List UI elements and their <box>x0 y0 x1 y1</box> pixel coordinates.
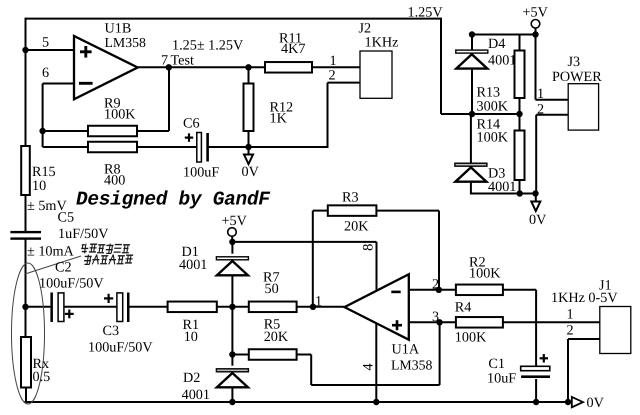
svg-text:10: 10 <box>184 329 198 345</box>
svg-text:1K: 1K <box>270 111 288 127</box>
svg-text:400: 400 <box>104 173 125 189</box>
svg-text:R15: R15 <box>32 164 56 180</box>
svg-text:8: 8 <box>360 244 376 251</box>
svg-text:1.25± 1.25V: 1.25± 1.25V <box>172 38 244 54</box>
svg-text:100uF/50V: 100uF/50V <box>88 340 153 356</box>
svg-text:1: 1 <box>330 53 337 69</box>
svg-text:D4: D4 <box>488 36 505 52</box>
svg-text:LM358: LM358 <box>391 357 432 372</box>
svg-text:R2: R2 <box>469 255 486 271</box>
svg-text:J3: J3 <box>568 54 581 70</box>
svg-text:+5V: +5V <box>222 213 248 229</box>
svg-text:0V: 0V <box>587 395 605 411</box>
svg-text:C5: C5 <box>58 210 75 226</box>
svg-text:20K: 20K <box>344 219 369 235</box>
svg-text:2: 2 <box>432 277 439 293</box>
svg-text:3: 3 <box>432 309 439 325</box>
svg-text:R5: R5 <box>264 317 281 333</box>
svg-text:1: 1 <box>315 294 322 310</box>
svg-text:U1B: U1B <box>105 21 132 37</box>
svg-text:4001: 4001 <box>488 179 516 195</box>
svg-text:LM358: LM358 <box>105 35 146 50</box>
svg-text:1KHz 0-5V: 1KHz 0-5V <box>551 290 618 306</box>
svg-text:R8: R8 <box>104 162 121 178</box>
svg-text:300K: 300K <box>477 99 509 115</box>
svg-text:R4: R4 <box>455 300 472 316</box>
svg-text:10: 10 <box>32 178 46 194</box>
svg-text:R14: R14 <box>477 117 501 133</box>
svg-text:1: 1 <box>537 86 544 102</box>
svg-text:100uF/50V: 100uF/50V <box>39 276 104 292</box>
svg-text:J1: J1 <box>599 278 612 294</box>
svg-text:4K7: 4K7 <box>281 41 305 57</box>
svg-text:0V: 0V <box>529 212 547 228</box>
svg-text:4001: 4001 <box>179 257 207 273</box>
svg-text:1.25V: 1.25V <box>408 5 444 21</box>
svg-text:C2: C2 <box>55 260 72 276</box>
svg-text:R13: R13 <box>477 85 501 101</box>
svg-text:100uF: 100uF <box>183 165 219 181</box>
svg-text:POWER: POWER <box>552 69 602 85</box>
svg-text:D3: D3 <box>488 166 505 182</box>
svg-text:C3: C3 <box>103 323 120 339</box>
svg-text:R9: R9 <box>104 96 121 112</box>
svg-text:100K: 100K <box>455 330 487 346</box>
svg-text:D1: D1 <box>182 244 199 260</box>
svg-text:R7: R7 <box>263 270 280 286</box>
svg-text:20K: 20K <box>264 329 289 345</box>
svg-text:R11: R11 <box>279 31 302 47</box>
svg-text:Rx: Rx <box>33 356 50 372</box>
svg-text:C1: C1 <box>488 356 505 372</box>
svg-text:4: 4 <box>360 363 376 371</box>
svg-text:± 10mA: ± 10mA <box>27 244 75 260</box>
svg-text:5: 5 <box>42 35 49 51</box>
svg-text:6: 6 <box>42 65 49 81</box>
svg-text:R1: R1 <box>183 317 200 333</box>
svg-text:R12: R12 <box>270 100 294 116</box>
svg-text:4001: 4001 <box>488 53 516 69</box>
svg-text:10uF: 10uF <box>487 371 516 387</box>
svg-text:100K: 100K <box>477 130 509 146</box>
svg-text:± 5mV: ± 5mV <box>27 198 67 214</box>
svg-text:0V: 0V <box>242 164 260 180</box>
svg-text:C6: C6 <box>183 116 200 132</box>
svg-text:J2: J2 <box>359 21 372 37</box>
svg-text:Designed by GandF: Designed by GandF <box>76 189 271 211</box>
svg-text:1uF/50V: 1uF/50V <box>58 226 109 242</box>
svg-text:Test: Test <box>171 53 194 69</box>
svg-text:2: 2 <box>329 68 336 84</box>
svg-text:1: 1 <box>567 306 574 322</box>
svg-text:50: 50 <box>265 281 279 297</box>
svg-text:7: 7 <box>161 53 168 69</box>
svg-text:2: 2 <box>537 102 544 118</box>
svg-text:D2: D2 <box>183 370 200 386</box>
svg-text:U1A: U1A <box>392 341 420 357</box>
svg-text:+5V: +5V <box>523 5 549 21</box>
svg-text:0.5: 0.5 <box>33 369 51 385</box>
svg-text:100K: 100K <box>104 107 136 123</box>
svg-text:100K: 100K <box>469 266 501 282</box>
svg-text:4001: 4001 <box>182 387 210 403</box>
svg-text:1KHz: 1KHz <box>365 35 399 51</box>
svg-text:2: 2 <box>567 323 574 339</box>
svg-text:R3: R3 <box>342 190 359 206</box>
